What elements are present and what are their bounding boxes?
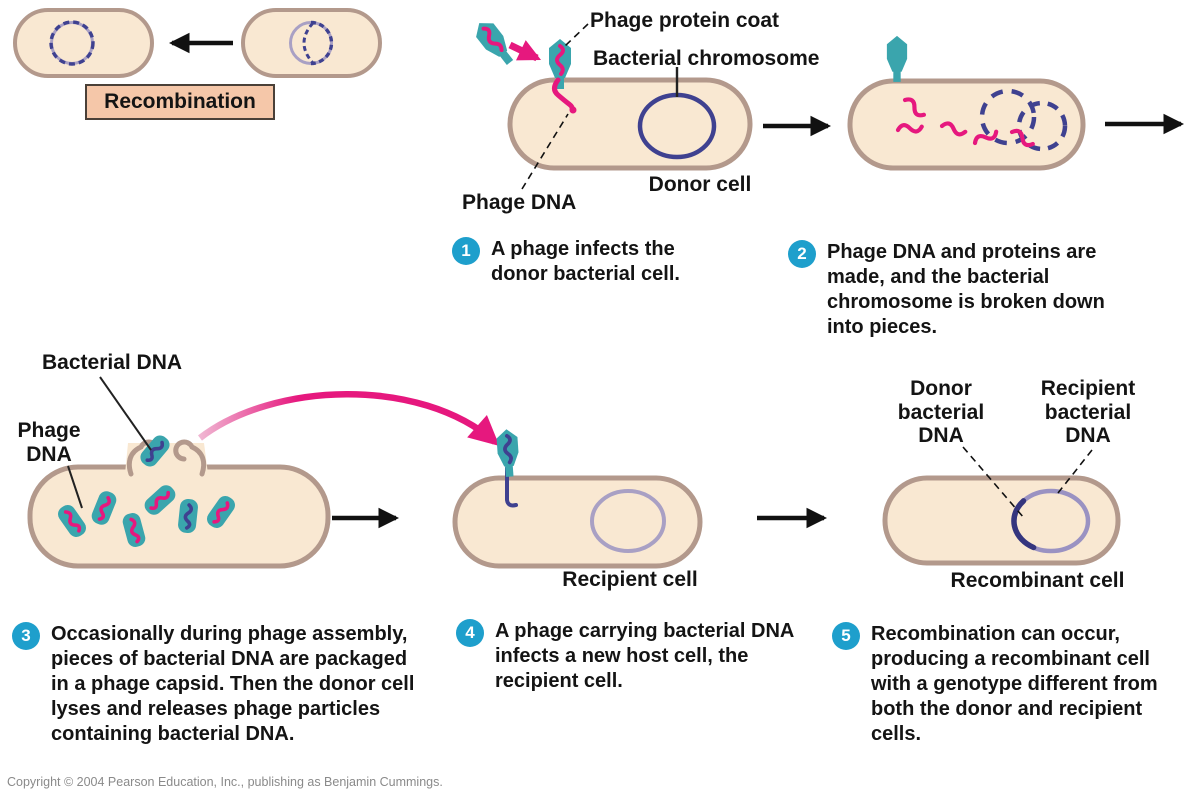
lytic-cell-group xyxy=(847,35,1086,171)
recipient-chromosome-circle xyxy=(590,489,666,553)
pointer-donor-bacterial-dna xyxy=(962,446,1025,519)
label-phage-dna-2: Phage DNA xyxy=(17,419,81,466)
step-2-caption: 2 Phage DNA and proteins are made, and t… xyxy=(788,240,1127,340)
label-bacterial-dna: Bacterial DNA xyxy=(42,351,183,374)
recombination-label-box: Recombination xyxy=(85,84,275,120)
label-recombinant-cell: Recombinant cell xyxy=(950,569,1125,592)
label-bacterial-chromosome: Bacterial chromosome xyxy=(593,47,820,70)
pointer-bacterial-dna xyxy=(99,376,152,451)
label-donor-bacterial-dna: Donor bacterial DNA xyxy=(897,377,985,448)
inset-recombined-chromosome xyxy=(49,20,95,66)
phage-dna-fragments xyxy=(895,97,1035,148)
transfer-arc-arrow-icon xyxy=(198,391,500,446)
injected-bacterial-dna-strand xyxy=(505,466,518,508)
label-recipient-bacterial-dna: Recipient bacterial DNA xyxy=(1040,377,1136,448)
recombinant-cell-body xyxy=(882,475,1121,566)
label-phage-protein-coat: Phage protein coat xyxy=(590,9,780,32)
recipient-cell-group xyxy=(452,428,703,569)
label-phage-dna: Phage DNA xyxy=(462,191,577,214)
step-5-badge: 5 xyxy=(832,622,860,650)
step-1-caption: 1 A phage infects the donor bacterial ce… xyxy=(452,237,706,287)
donor-cell-group xyxy=(470,16,753,190)
step-3-text: Occasionally during phage assembly, piec… xyxy=(51,623,415,745)
inset-cell-right xyxy=(241,8,382,78)
step-2-badge: 2 xyxy=(788,240,816,268)
step-5-text: Recombination can occur, producing a rec… xyxy=(871,623,1158,745)
recipient-cell-body xyxy=(452,475,703,569)
copyright-line: Copyright © 2004 Pearson Education, Inc.… xyxy=(7,775,443,789)
step-1-badge: 1 xyxy=(452,237,480,265)
step-2-text: Phage DNA and proteins are made, and the… xyxy=(827,241,1105,338)
step-5-caption: 5 Recombination can occur, producing a r… xyxy=(832,622,1189,747)
recombination-inset xyxy=(13,8,382,78)
inset-cell-left xyxy=(13,8,154,78)
step-4-badge: 4 xyxy=(456,619,484,647)
label-donor-cell: Donor cell xyxy=(648,173,752,196)
lysed-cell-group xyxy=(27,376,331,569)
step-4-caption: 4 A phage carrying bacterial DNA infects… xyxy=(456,619,805,694)
broken-chromosome-ring-1 xyxy=(979,88,1037,146)
donor-dna-segment xyxy=(1011,498,1037,551)
recombinant-cell-group xyxy=(882,446,1121,566)
inset-crossover-strand xyxy=(302,21,315,65)
step-3-caption: 3 Occasionally during phage assembly, pi… xyxy=(12,622,423,747)
pointer-phage-dna xyxy=(521,113,569,190)
label-recipient-cell: Recipient cell xyxy=(562,568,698,591)
phage-approach-arrow-icon xyxy=(508,40,542,62)
step-4-text: A phage carrying bacterial DNA infects a… xyxy=(495,620,794,692)
pointer-phage-protein-coat xyxy=(564,23,589,47)
pointer-recipient-bacterial-dna xyxy=(1057,449,1093,494)
step-1-text: A phage infects the donor bacterial cell… xyxy=(491,238,680,285)
pointer-phage-dna-2 xyxy=(67,465,83,509)
broken-chromosome-ring-2 xyxy=(1016,100,1068,152)
infected-cell-body xyxy=(847,78,1086,171)
step-3-badge: 3 xyxy=(12,622,40,650)
empty-phage-coat-icon xyxy=(886,35,908,82)
